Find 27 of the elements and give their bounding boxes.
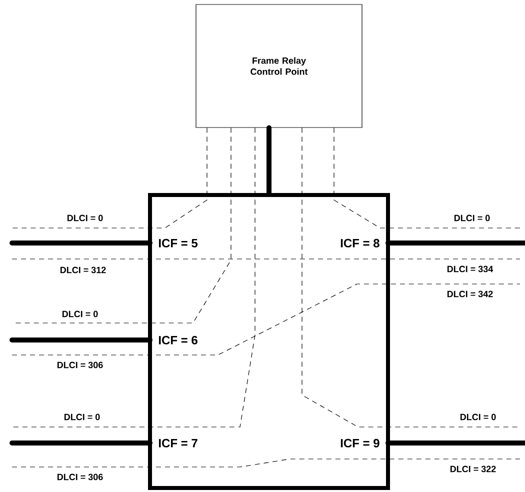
switch-box — [148, 193, 390, 490]
control-point-box: Frame Relay Control Point — [196, 4, 362, 128]
port-line — [10, 240, 152, 246]
dlci-label: DLCI = 334 — [447, 266, 494, 272]
port-line — [10, 338, 152, 342]
dlci-label: DLCI = 342 — [447, 290, 493, 298]
port-line — [386, 240, 525, 246]
virtual-circuit-line — [302, 128, 520, 428]
dlci-label: DLCI = 322 — [450, 466, 496, 472]
dlci-label: DLCI = 306 — [57, 362, 103, 368]
trunk-line — [266, 125, 272, 196]
port-label: ICF = 5 — [159, 238, 198, 248]
port-label: ICF = 6 — [159, 336, 198, 344]
dlci-label: DLCI = 312 — [60, 266, 106, 274]
port-label: ICF = 9 — [340, 438, 380, 448]
port-label: ICF = 7 — [159, 438, 198, 448]
dlci-label: DLCI = 0 — [454, 214, 490, 222]
virtual-circuit-line — [334, 128, 520, 228]
virtual-circuit-line — [12, 128, 208, 228]
dlci-label: DLCI = 0 — [64, 414, 100, 420]
dlci-label: DLCI = 0 — [460, 414, 496, 420]
port-line — [386, 440, 525, 446]
dlci-label: DLCI = 0 — [62, 310, 98, 318]
dlci-label: DLCI = 306 — [57, 474, 103, 480]
dlci-label: DLCI = 0 — [67, 214, 103, 222]
port-label: ICF = 8 — [340, 238, 380, 248]
port-line — [10, 440, 152, 446]
